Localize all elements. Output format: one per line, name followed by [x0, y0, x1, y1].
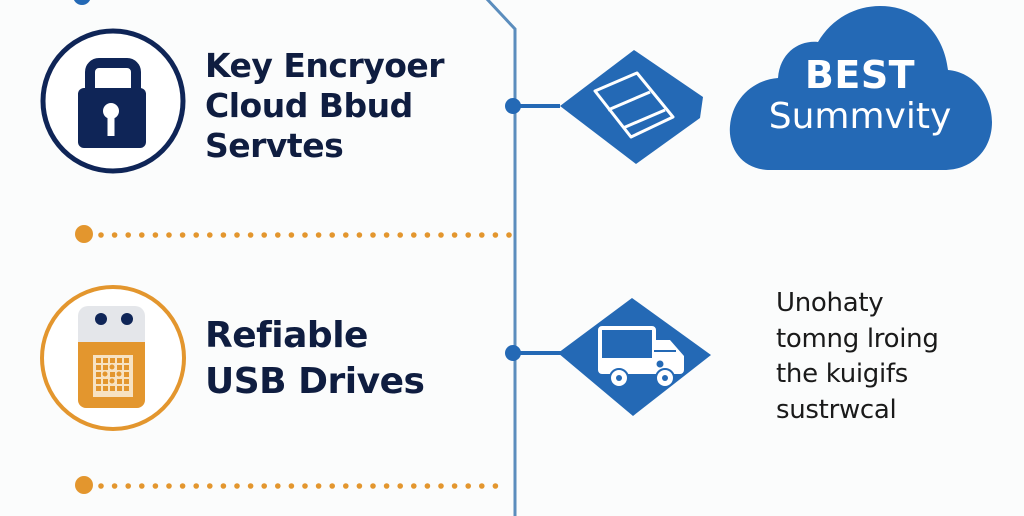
cloud-label: BEST Summvity: [760, 54, 960, 138]
separator-dot: [397, 483, 404, 489]
item-1-title-line-2: Cloud Bbud: [205, 86, 413, 125]
separator-dot: [411, 232, 417, 238]
separator-dot: [179, 483, 186, 489]
separator-dot: [261, 483, 268, 489]
separator-dot: [166, 232, 172, 238]
separator-dot: [397, 232, 404, 238]
separator-dot: [302, 232, 308, 238]
separator-dot: [302, 483, 308, 489]
separator-dot: [343, 483, 349, 489]
separator-dot: [492, 232, 499, 238]
separator-dot: [424, 483, 431, 489]
separator-dot: [125, 483, 131, 489]
separator-dot: [315, 232, 322, 238]
separator-dot: [152, 232, 159, 238]
separator-dot: [479, 232, 485, 238]
usb-drive-icon: [40, 285, 186, 431]
separator-dot: [356, 232, 363, 238]
description-line-1: Unohaty: [776, 288, 884, 318]
truck-icon: [558, 298, 711, 416]
separator-dot: [492, 483, 499, 489]
separator-dot: [139, 232, 145, 238]
item-2-title-line-1: Refiable: [205, 315, 368, 356]
connector-2: [505, 345, 562, 361]
separator-dot: [465, 483, 472, 489]
separator-dot: [275, 483, 281, 489]
separator-dot: [111, 232, 118, 238]
description-text: Unohaty tomng lroing the kuigifs sustrwc…: [776, 286, 939, 428]
separator-dot: [220, 232, 227, 238]
top-node-dot: [73, 0, 91, 5]
item-2-title: Refiable USB Drives: [205, 313, 425, 405]
description-line-4: sustrwcal: [776, 394, 897, 425]
separator-dot: [465, 232, 472, 238]
timeline-line: [485, 0, 517, 516]
separator-dot: [234, 483, 240, 489]
separator-dot: [247, 483, 254, 489]
separator-dot: [166, 483, 172, 489]
item-2-title-line-2: USB Drives: [205, 361, 425, 402]
item-1-title: Key Encryoer Cloud Bbud Servtes: [205, 46, 445, 166]
dotted-separator-1-dots: [98, 232, 512, 238]
cloud-subtitle: Summvity: [768, 96, 952, 137]
separator-dot: [383, 232, 390, 238]
separator-dot: [288, 483, 295, 489]
separator-dot: [438, 232, 444, 238]
separator-dot: [438, 483, 444, 489]
separator-dot: [179, 232, 186, 238]
dotted-separator-2: [75, 476, 93, 494]
separator-dot: [424, 232, 431, 238]
separator-dot: [139, 483, 145, 489]
document-icon: [560, 50, 703, 164]
separator-dot: [329, 232, 336, 238]
separator-dot: [288, 232, 295, 238]
separator-dot: [315, 483, 322, 489]
separator-dot: [220, 483, 227, 489]
separator-dot: [98, 232, 104, 238]
description-line-3: the kuigifs: [776, 359, 909, 389]
separator-dot: [247, 232, 254, 238]
item-1-title-line-3: Servtes: [205, 126, 344, 165]
separator-dot: [111, 483, 118, 489]
padlock-icon: [40, 28, 186, 174]
dotted-separator-1: [75, 225, 93, 243]
separator-dot: [411, 483, 417, 489]
separator-dot: [275, 232, 281, 238]
separator-dot: [207, 232, 213, 238]
cloud-title: BEST: [804, 53, 916, 97]
separator-dot: [370, 483, 376, 489]
separator-dot: [125, 232, 131, 238]
separator-dot: [451, 232, 458, 238]
separator-dot: [506, 232, 512, 238]
connector-1: [505, 98, 560, 114]
separator-dot: [193, 483, 199, 489]
separator-dot: [451, 483, 458, 489]
description-line-2: tomng lroing: [776, 323, 939, 354]
separator-dot: [479, 483, 485, 489]
separator-dot: [234, 232, 240, 238]
separator-dot: [152, 483, 159, 489]
separator-dot: [343, 232, 349, 238]
separator-dot: [261, 232, 268, 238]
separator-dot: [329, 483, 336, 489]
dotted-separator-2-dots: [98, 483, 499, 489]
separator-dot: [193, 232, 199, 238]
item-1-title-line-1: Key Encryoer: [205, 46, 445, 85]
separator-dot: [370, 232, 376, 238]
separator-dot: [98, 483, 104, 489]
separator-dot: [383, 483, 390, 489]
cloud-icon: [729, 6, 992, 170]
separator-dot: [207, 483, 213, 489]
separator-dot: [356, 483, 363, 489]
